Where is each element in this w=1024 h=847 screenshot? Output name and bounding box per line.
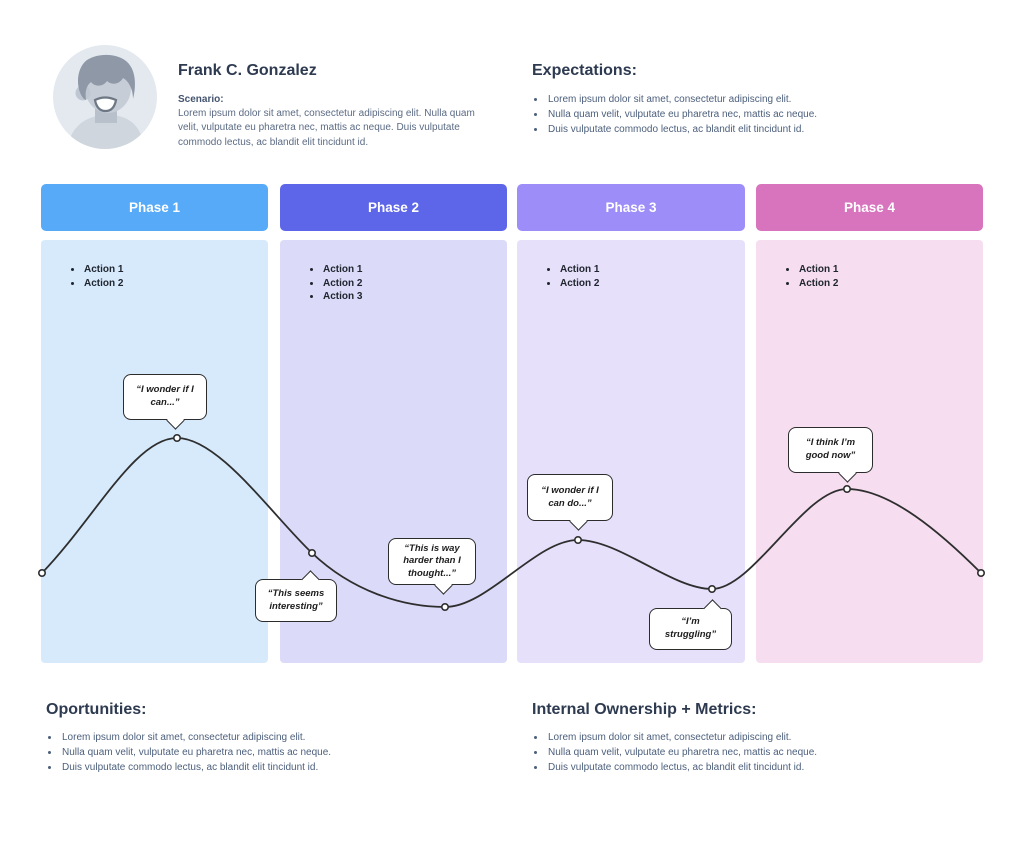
expectations-list: Lorem ipsum dolor sit amet, consectetur … <box>532 93 862 137</box>
quote-text: “I think I’m good now” <box>805 437 856 461</box>
action-item: Action 1 <box>559 263 745 277</box>
action-item: Action 2 <box>559 277 745 291</box>
opportunities-item: Lorem ipsum dolor sit amet, consectetur … <box>60 731 426 746</box>
action-item: Action 2 <box>83 277 268 291</box>
quote-bubble-5[interactable]: “I’m struggling” <box>649 598 732 650</box>
phase-1-actions: Action 1Action 2 <box>41 263 268 290</box>
quote-bubble-1[interactable]: “I wonder if I can...” <box>123 374 207 430</box>
opportunities-item: Nulla quam velit, vulputate eu pharetra … <box>60 746 426 761</box>
ownership-metrics-item: Nulla quam velit, vulputate eu pharetra … <box>546 746 912 761</box>
opportunities-heading: Oportunities: <box>46 701 147 718</box>
action-item: Action 2 <box>322 277 507 291</box>
action-item: Action 1 <box>83 263 268 277</box>
expectations-item: Duis vulputate commodo lectus, ac blandi… <box>546 123 862 138</box>
phase-column-2: Phase 2 Action 1Action 2Action 3 <box>280 184 507 663</box>
scenario-label: Scenario: <box>178 94 224 105</box>
quote-bubble-2[interactable]: “This seems interesting” <box>255 569 337 622</box>
action-item: Action 2 <box>798 277 983 291</box>
expectations-heading: Expectations: <box>532 62 637 79</box>
phase-column-1: Phase 1 Action 1Action 2 <box>41 184 268 663</box>
scenario-text: Lorem ipsum dolor sit amet, consectetur … <box>178 108 475 148</box>
quote-text: “I wonder if I can do...” <box>541 484 599 509</box>
expectations-item: Lorem ipsum dolor sit amet, consectetur … <box>546 93 862 108</box>
quote-bubble-3[interactable]: “This is way harder than I thought...” <box>388 538 476 595</box>
quote-text: “I’m struggling” <box>664 616 717 640</box>
phase-4-header[interactable]: Phase 4 <box>756 184 983 231</box>
phase-1-body[interactable]: Action 1Action 2 <box>41 240 268 663</box>
person-avatar-icon[interactable] <box>53 45 157 149</box>
quote-text: “This is way harder than I thought...” <box>403 542 461 579</box>
persona-name: Frank C. Gonzalez <box>178 62 317 79</box>
phase-column-4: Phase 4 Action 1Action 2 <box>756 184 983 663</box>
opportunities-list: Lorem ipsum dolor sit amet, consectetur … <box>46 731 426 775</box>
phase-3-header[interactable]: Phase 3 <box>517 184 745 231</box>
expectations-section: Expectations: Lorem ipsum dolor sit amet… <box>532 62 862 137</box>
action-item: Action 3 <box>322 290 507 304</box>
phase-3-actions: Action 1Action 2 <box>517 263 745 290</box>
ownership-metrics-item: Duis vulputate commodo lectus, ac blandi… <box>546 761 912 776</box>
quote-text: “This seems interesting” <box>267 587 325 612</box>
opportunities-item: Duis vulputate commodo lectus, ac blandi… <box>60 761 426 776</box>
expectations-item: Nulla quam velit, vulputate eu pharetra … <box>546 108 862 123</box>
phase-column-3: Phase 3 Action 1Action 2 <box>517 184 745 663</box>
phase-4-actions: Action 1Action 2 <box>756 263 983 290</box>
action-item: Action 1 <box>322 263 507 277</box>
phase-2-actions: Action 1Action 2Action 3 <box>280 263 507 304</box>
action-item: Action 1 <box>798 263 983 277</box>
ownership-metrics-section: Internal Ownership + Metrics: Lorem ipsu… <box>532 701 912 775</box>
phase-1-header[interactable]: Phase 1 <box>41 184 268 231</box>
phase-2-header[interactable]: Phase 2 <box>280 184 507 231</box>
quote-bubble-6[interactable]: “I think I’m good now” <box>788 427 873 483</box>
ownership-metrics-list: Lorem ipsum dolor sit amet, consectetur … <box>532 731 912 775</box>
ownership-metrics-item: Lorem ipsum dolor sit amet, consectetur … <box>546 731 912 746</box>
opportunities-section: Oportunities: Lorem ipsum dolor sit amet… <box>46 701 426 775</box>
quote-text: “I wonder if I can...” <box>136 384 194 408</box>
ownership-metrics-heading: Internal Ownership + Metrics: <box>532 701 757 718</box>
quote-bubble-4[interactable]: “I wonder if I can do...” <box>527 474 613 531</box>
